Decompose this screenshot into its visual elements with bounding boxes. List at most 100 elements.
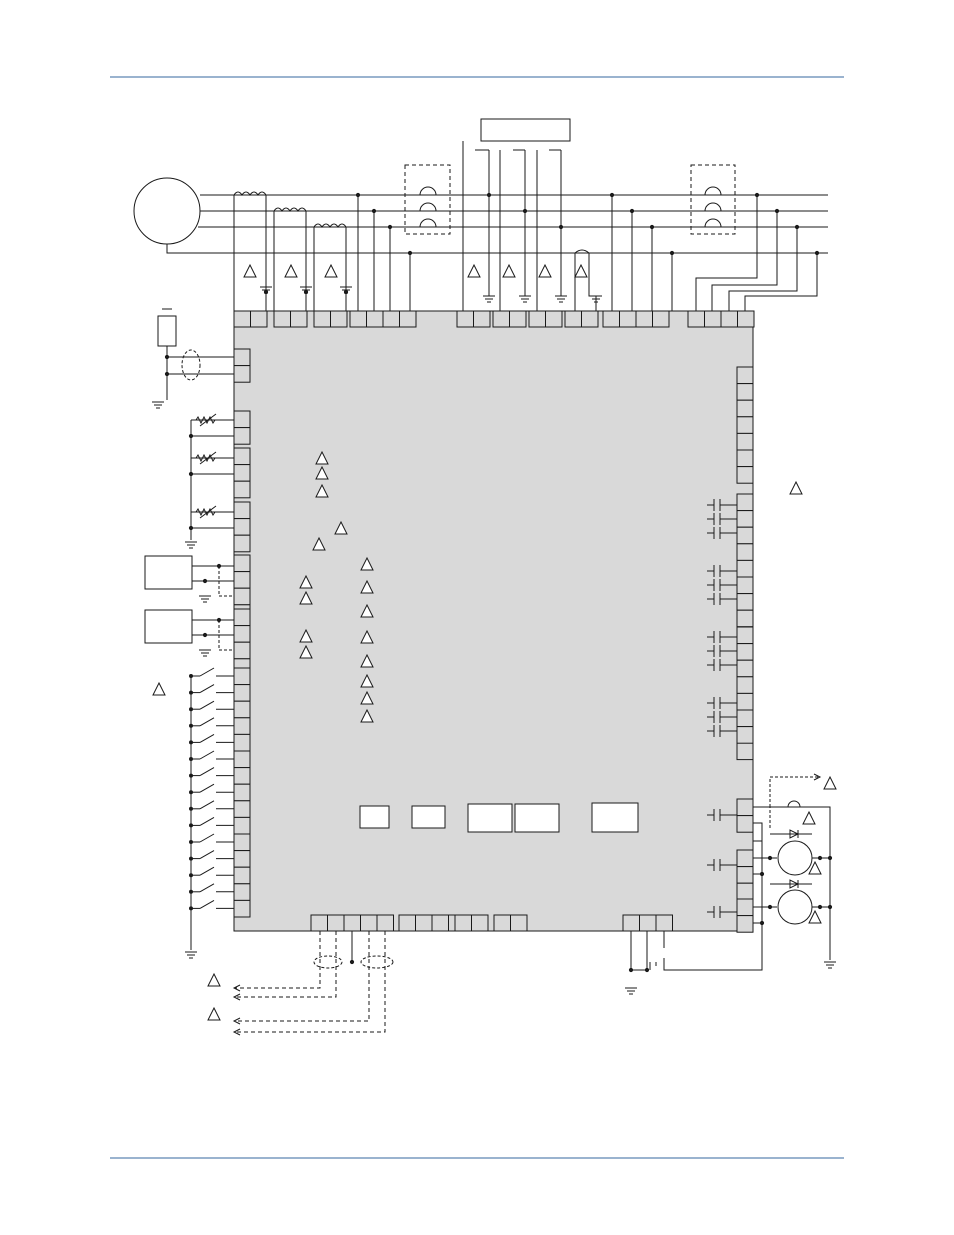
terminal (456, 310, 474, 328)
internal-component-box (359, 805, 390, 829)
terminal (349, 310, 367, 328)
terminal (233, 587, 251, 606)
warning-triangle-icon (299, 590, 313, 605)
contact-switch-icon (199, 816, 215, 826)
terminal (290, 310, 308, 328)
terminal (736, 366, 754, 385)
terminal (622, 914, 640, 932)
variable-resistor-icon (195, 415, 216, 425)
junction-dot (189, 889, 193, 894)
fuse-group-right (690, 164, 736, 235)
external-box-2 (144, 609, 193, 644)
terminal (233, 850, 251, 868)
junction-dot (202, 632, 208, 638)
arrow-icon (232, 993, 241, 1001)
warning-triangle-icon (502, 263, 516, 278)
resistor-arrow (199, 413, 217, 427)
terminal (492, 310, 510, 328)
resistor-arrow (199, 505, 217, 519)
junction-dot (343, 289, 349, 295)
variable-resistor-icon (195, 453, 216, 463)
contact-icon (707, 579, 737, 591)
terminal (398, 914, 416, 932)
arrow-icon (813, 773, 822, 781)
junction-dot (759, 920, 765, 926)
warning-triangle-icon (360, 629, 374, 644)
terminal (471, 914, 489, 932)
ground-icon (590, 295, 602, 303)
ground-icon (483, 295, 495, 303)
warning-triangle-icon (284, 263, 298, 278)
terminal (376, 914, 394, 932)
junction-dot (827, 855, 833, 861)
ground-icon (199, 595, 211, 603)
contact-switch-icon (199, 767, 215, 777)
terminal (736, 798, 754, 817)
ground-icon (625, 987, 637, 995)
junction-dot (189, 806, 193, 811)
terminal (736, 593, 754, 611)
ground-icon (185, 541, 197, 549)
contact-icon (707, 859, 737, 871)
terminal (687, 310, 705, 328)
terminal (415, 914, 433, 932)
shield-ellipse (181, 349, 201, 381)
warning-triangle-icon (312, 536, 326, 551)
junction-dot (371, 208, 377, 214)
terminal (233, 717, 251, 735)
junction-dot (216, 617, 222, 623)
ground-icon (152, 401, 164, 409)
junction-dot (558, 224, 564, 230)
warning-triangle-icon (299, 574, 313, 589)
ground-icon (185, 951, 197, 959)
terminal (233, 816, 251, 835)
terminal (382, 310, 400, 328)
arrow-icon (232, 1017, 241, 1025)
terminal (602, 310, 620, 328)
terminal (233, 464, 251, 482)
ground-icon (199, 649, 211, 657)
terminal (343, 914, 361, 932)
junction-dot (609, 192, 615, 198)
warning-triangle-icon (315, 483, 329, 498)
terminal (545, 310, 563, 328)
terminal (233, 883, 251, 901)
internal-component-box (467, 803, 513, 833)
contact-icon (707, 513, 737, 525)
junction-dot (189, 707, 193, 712)
internal-component-box (514, 803, 560, 833)
contact-icon (707, 659, 737, 671)
terminal (310, 914, 328, 932)
warning-triangle-icon (802, 810, 816, 825)
terminal (273, 310, 291, 328)
warning-triangle-icon (207, 972, 221, 987)
warning-triangle-icon (360, 603, 374, 618)
junction-dot (202, 578, 208, 584)
contact-switch-icon (199, 684, 215, 694)
contact-switch-icon (199, 750, 215, 760)
sensor-probe (157, 315, 177, 347)
terminal (736, 866, 754, 884)
contact-switch-icon (199, 866, 215, 876)
relay-coil-icon-2 (777, 889, 813, 925)
contact-switch-icon (199, 850, 215, 860)
contact-icon (707, 527, 737, 539)
terminal (655, 914, 673, 932)
terminal (233, 518, 251, 536)
terminal (330, 310, 348, 328)
terminal (736, 432, 754, 451)
terminal (399, 310, 417, 328)
contact-icon (707, 906, 737, 918)
contact-icon (707, 809, 737, 821)
arrow-icon (232, 984, 241, 992)
terminal (233, 783, 251, 802)
terminal (233, 733, 251, 752)
variable-resistor-icon (195, 507, 216, 517)
junction-dot (349, 959, 355, 965)
header-rule (110, 76, 844, 78)
contact-switch-icon (199, 783, 215, 793)
terminal (619, 310, 637, 328)
junction-dot (189, 873, 193, 878)
terminal (736, 898, 754, 917)
junction-dot (407, 250, 413, 256)
